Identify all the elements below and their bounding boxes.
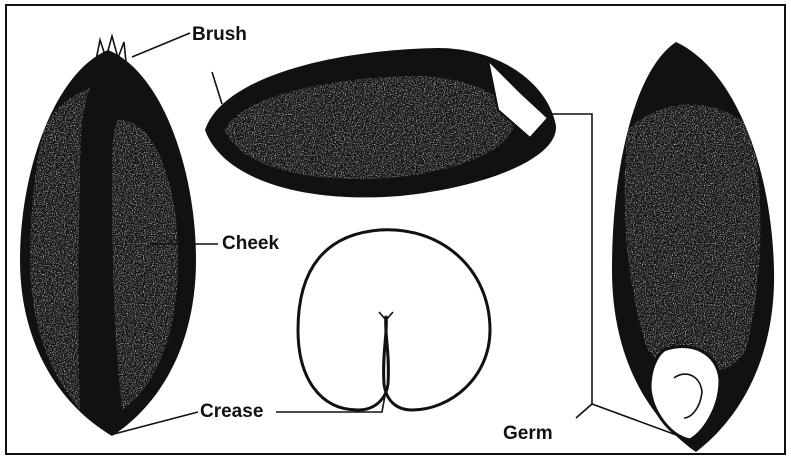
label-crease: Crease bbox=[200, 401, 263, 422]
label-germ: Germ bbox=[503, 423, 553, 444]
kernel-cross-section bbox=[298, 230, 490, 410]
label-brush: Brush bbox=[192, 24, 247, 45]
label-cheek: Cheek bbox=[222, 233, 279, 254]
